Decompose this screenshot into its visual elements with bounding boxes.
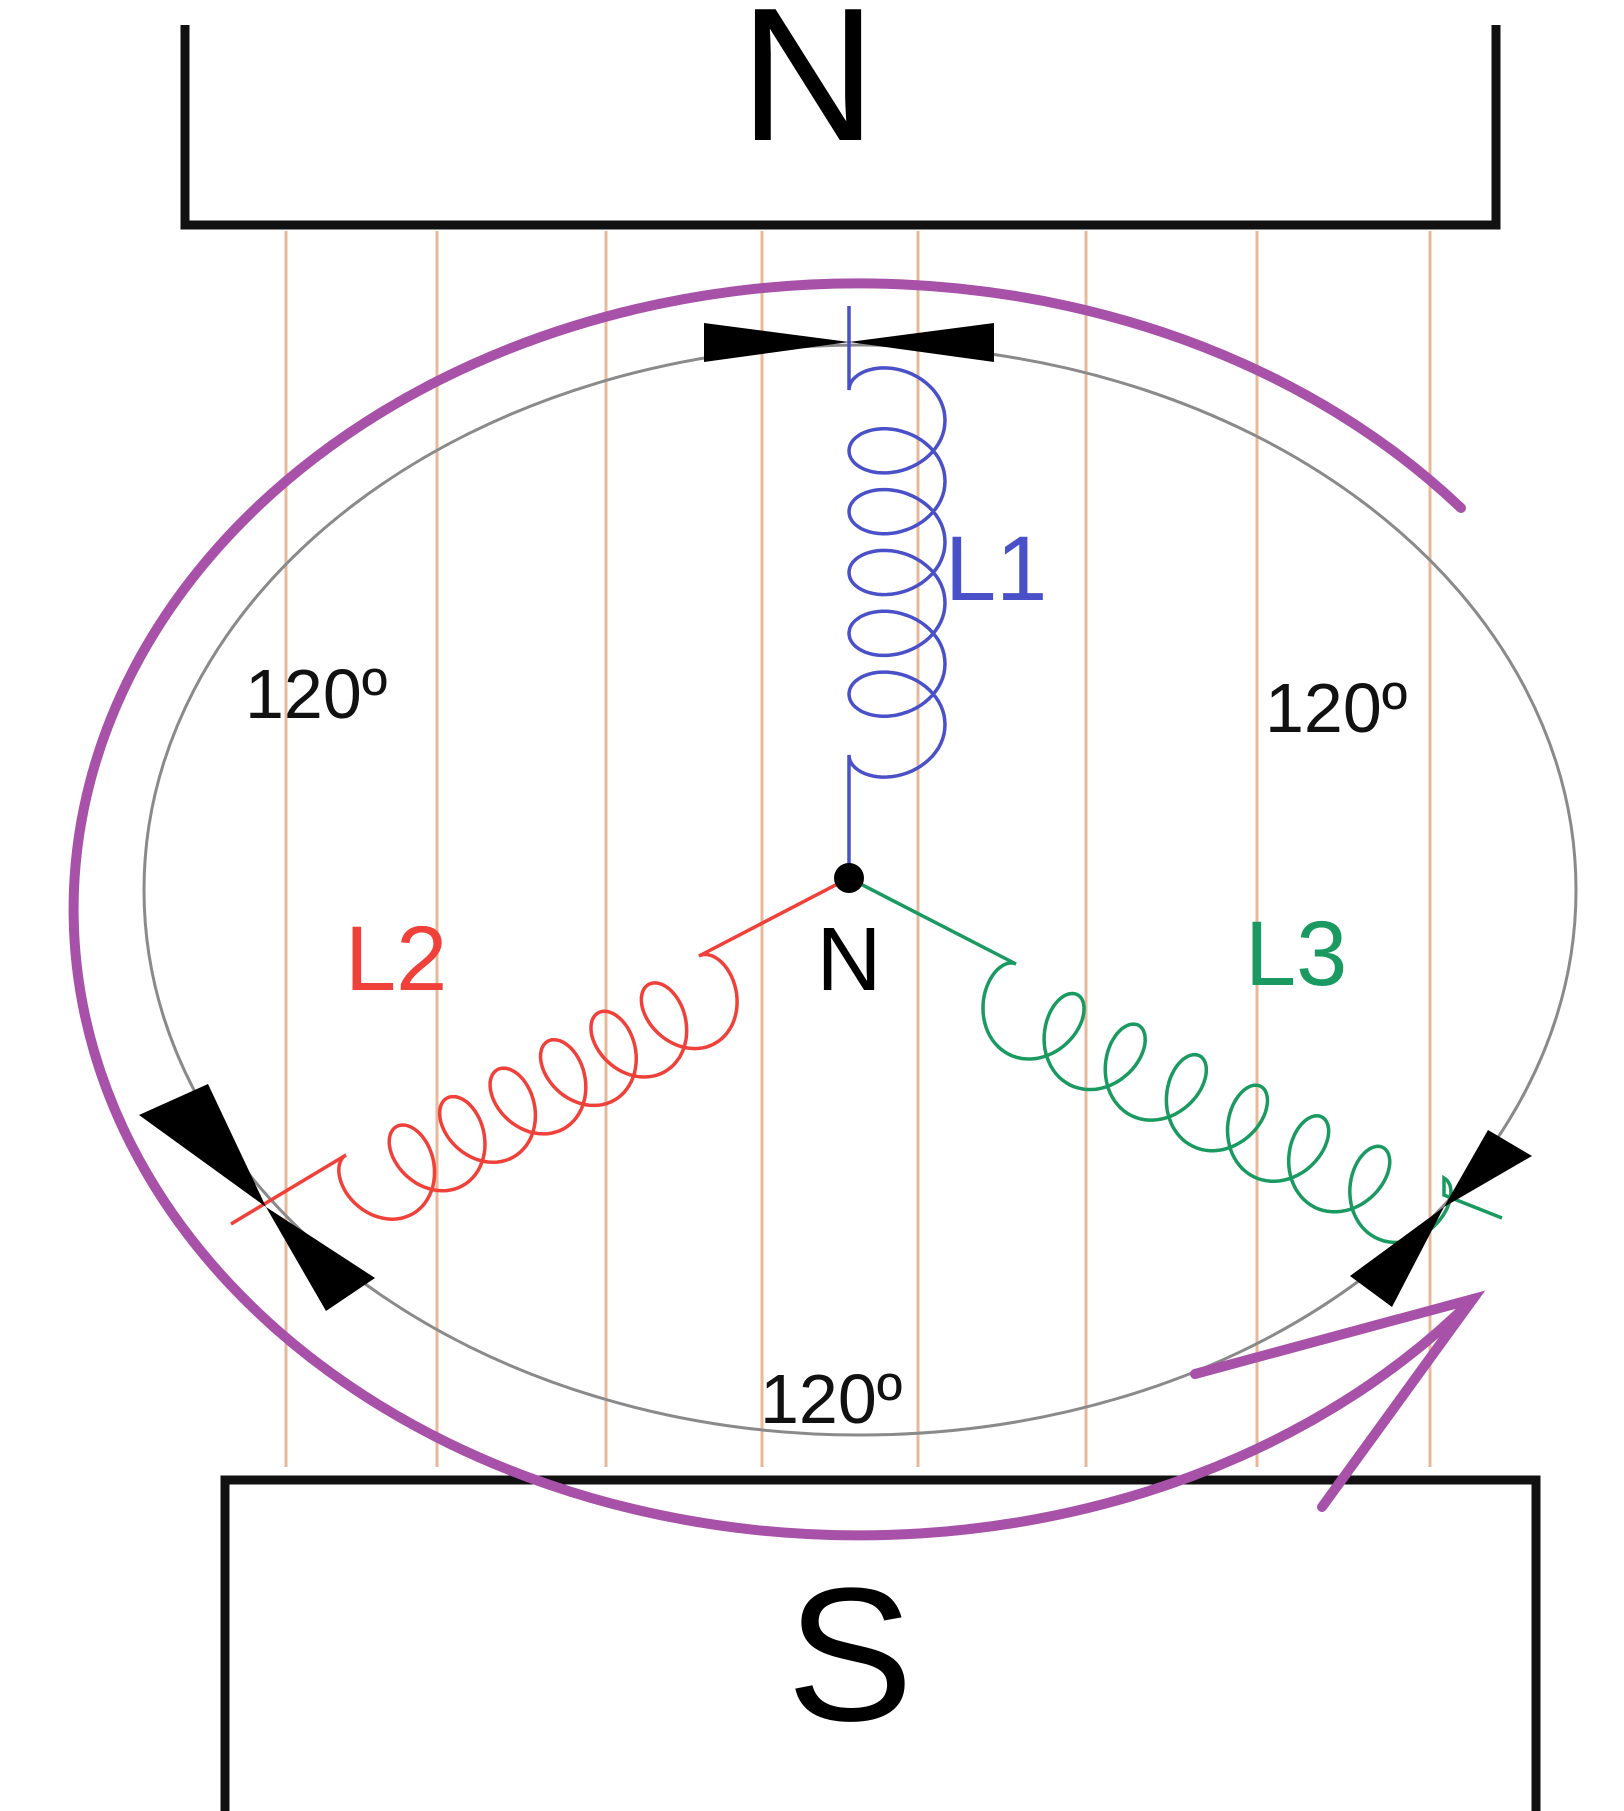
terminal-marker-right-upper [1444,1130,1532,1207]
coil-l2 [230,876,850,1226]
north-magnet [180,25,1501,230]
coil-label-l1: L1 [945,518,1047,620]
angle-label-left: 120º [245,655,387,733]
neutral-label: N [817,910,882,1010]
stator-circle [142,343,1578,1437]
terminal-marker-left-lower [266,1207,375,1311]
terminal-marker-left-upper [139,1084,266,1207]
angle-label-bottom: 120º [760,1360,902,1438]
coils [230,306,1503,1245]
rotation-arc [68,278,1478,1541]
coil-l3 [848,876,1503,1245]
coil-l1 [847,306,947,878]
rotation-arrow [68,278,1486,1541]
rotation-arrowhead [1190,1290,1486,1512]
terminal-markers [139,323,1532,1311]
south-magnet [220,1475,1541,1811]
north-pole-label: N [739,0,876,181]
coil-label-l3: L3 [1245,903,1347,1005]
field-lines [284,231,1432,1467]
coil-label-l2: L2 [345,908,447,1010]
terminal-marker-right-lower [1350,1207,1444,1307]
south-pole-label: S [787,1549,914,1761]
angle-label-right: 120º [1265,669,1407,747]
neutral-point [834,863,864,893]
terminal-marker-top [704,323,994,362]
